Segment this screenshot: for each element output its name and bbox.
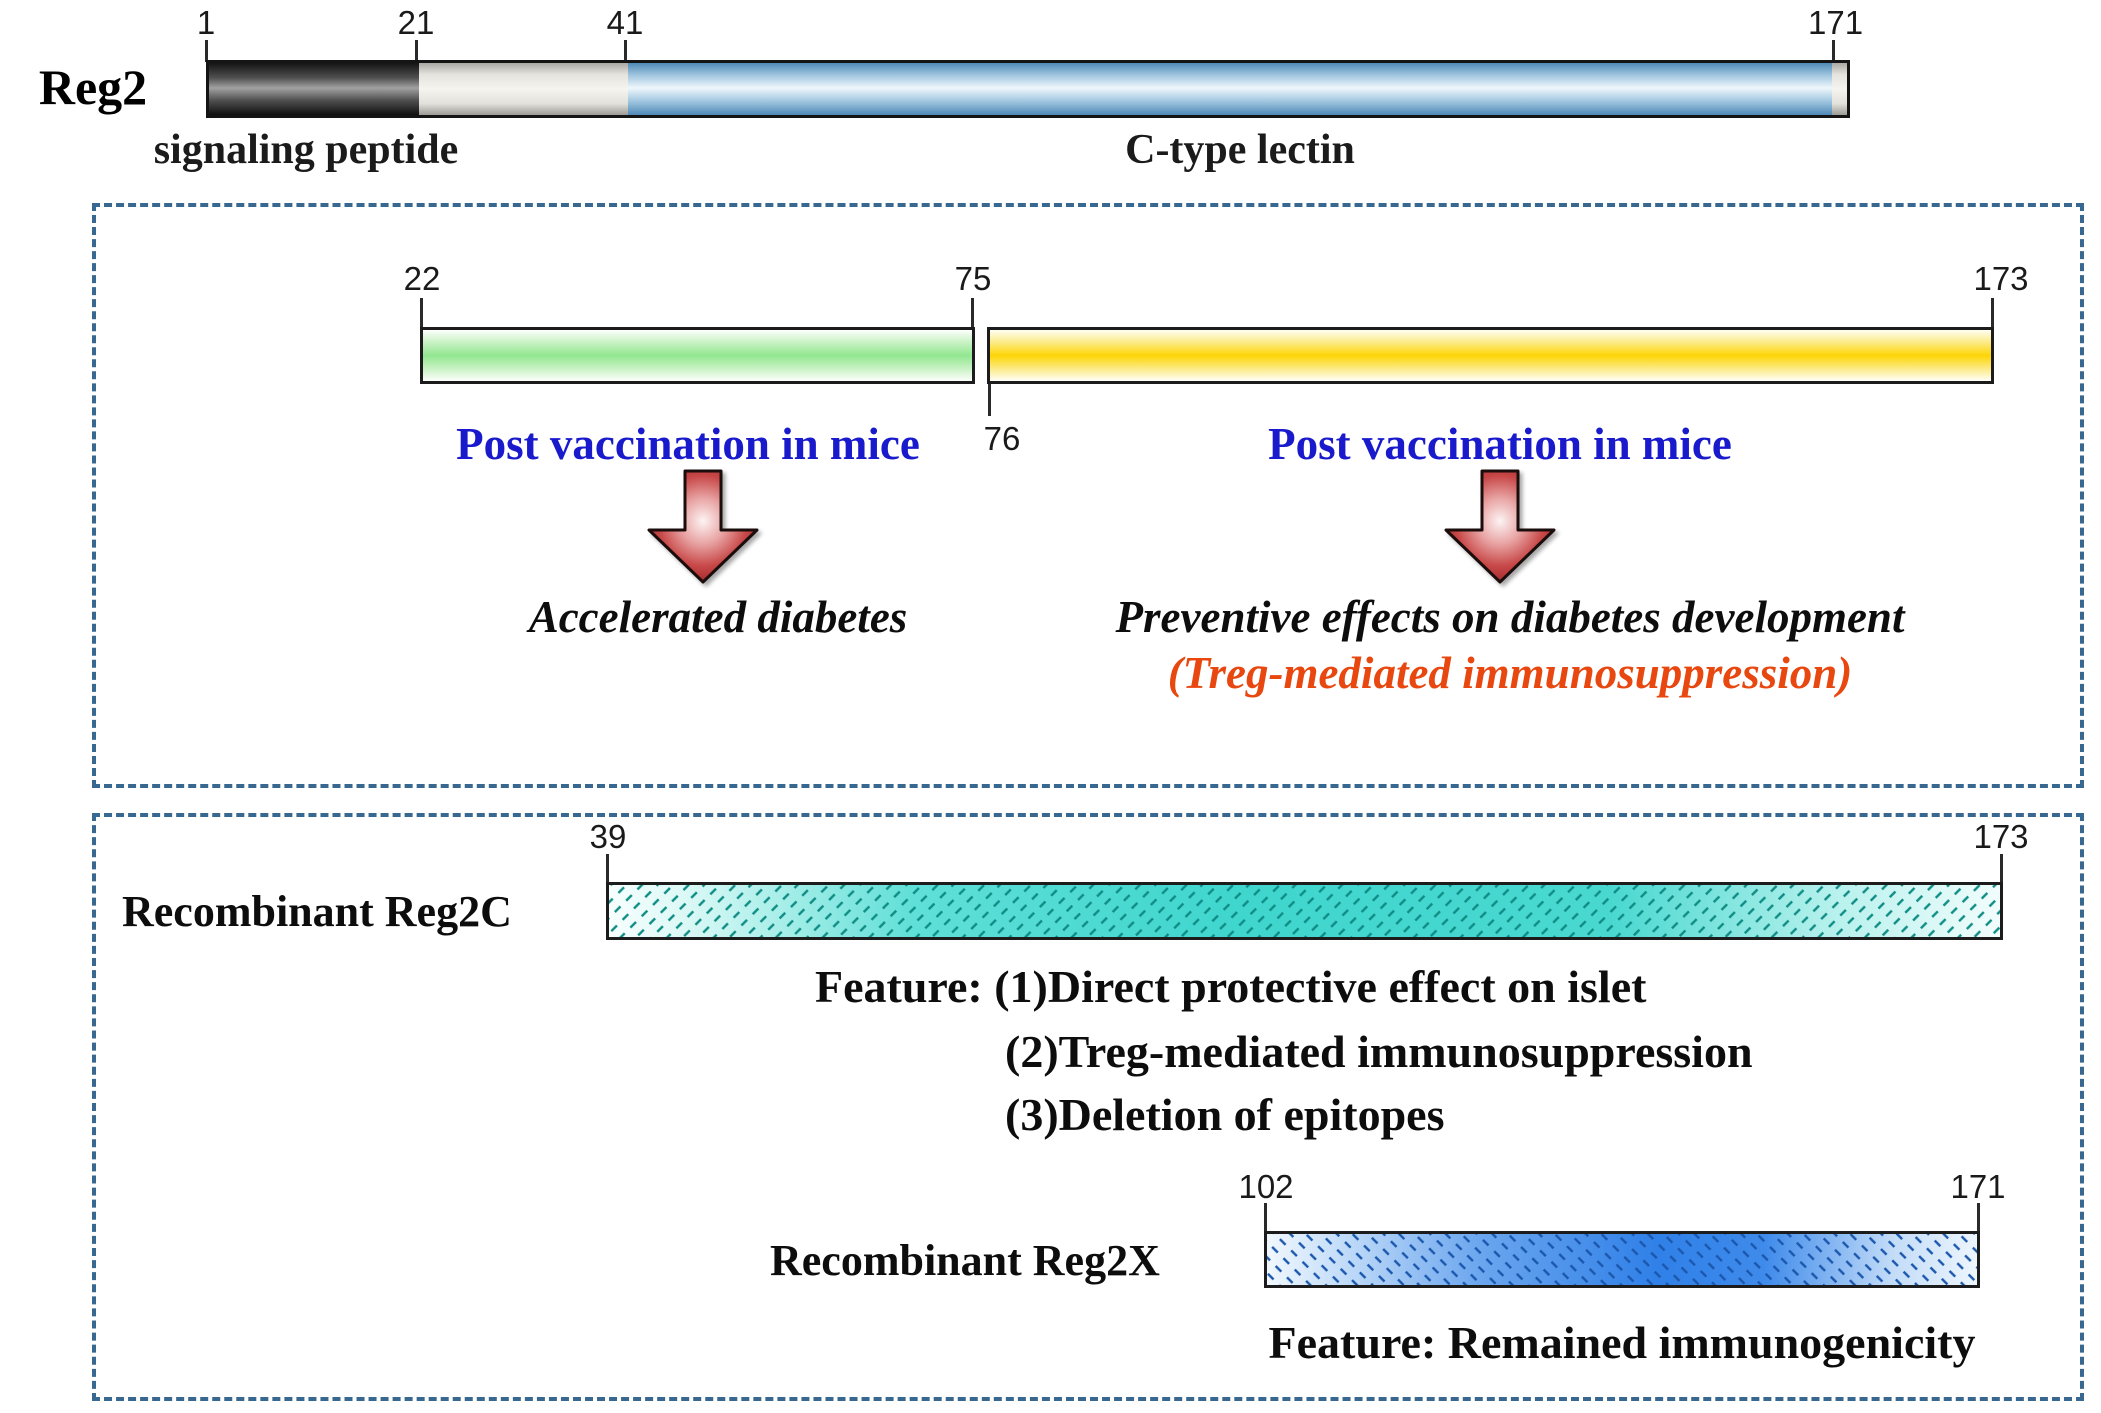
reg2-tick-label-1: 1 (196, 4, 216, 41)
reg2x-start-label: 102 (1238, 1168, 1294, 1205)
reg2-tick-1 (205, 40, 208, 62)
fragment2-bar (987, 327, 1994, 384)
fragment1-end-tick (971, 298, 974, 327)
fragment1-bar (420, 327, 975, 384)
reg2-tick-label-41: 41 (606, 4, 644, 41)
fragment2-start-tick (988, 384, 991, 416)
reg2c-label: Recombinant Reg2C (122, 887, 512, 936)
fragment1-end-label: 75 (954, 260, 992, 297)
reg2c-start-tick (606, 854, 609, 882)
left-down-arrow-icon (647, 469, 759, 584)
c-terminal-cap-segment (1832, 63, 1847, 115)
c-type-lectin-label: C-type lectin (1125, 127, 1355, 173)
reg2x-bar (1264, 1231, 1980, 1288)
reg2c-feature-line2: (2)Treg-mediated immunosuppression (1005, 1026, 1753, 1077)
reg2c-feature-line1: Feature: (1)Direct protective effect on … (815, 961, 1647, 1012)
right-outcome-note: (Treg-mediated immunosuppression) (1167, 648, 1853, 698)
gap-segment (419, 63, 628, 115)
reg2-tick-21 (415, 40, 418, 62)
signal-peptide-segment (209, 63, 419, 115)
reg2x-end-label: 171 (1950, 1168, 2006, 1205)
reg2x-feature-text: Feature: Remained immunogenicity (1268, 1317, 1976, 1368)
reg2c-end-tick (2000, 854, 2003, 882)
reg2c-feature-line3: (3)Deletion of epitopes (1005, 1089, 1445, 1140)
reg2-tick-label-171: 171 (1808, 4, 1864, 41)
fragment2-end-tick (1991, 298, 1994, 327)
fragment1-start-tick (420, 298, 423, 327)
right-down-arrow-icon (1444, 469, 1556, 584)
reg2-tick-41 (624, 40, 627, 62)
reg2-tick-171 (1832, 40, 1835, 62)
fragment1-start-label: 22 (403, 260, 441, 297)
reg2-tick-label-21: 21 (397, 4, 435, 41)
fragment2-end-label: 173 (1973, 260, 2029, 297)
reg2-protein-bar (206, 60, 1850, 118)
reg2c-bar (606, 882, 2003, 940)
left-outcome-text: Accelerated diabetes (528, 592, 908, 642)
right-outcome-text: Preventive effects on diabetes developme… (1115, 592, 1905, 642)
reg2x-label: Recombinant Reg2X (770, 1236, 1160, 1285)
reg2x-end-tick (1977, 1203, 1980, 1231)
c-type-lectin-segment (628, 63, 1832, 115)
reg2x-start-tick (1264, 1203, 1267, 1231)
signaling-peptide-label: signaling peptide (153, 127, 459, 173)
recombinant-panel-border (92, 813, 2084, 1401)
reg2c-end-label: 173 (1973, 818, 2029, 855)
vaccination-panel-border (92, 203, 2084, 788)
left-vaccination-caption: Post vaccination in mice (456, 419, 920, 469)
fragment2-start-label: 76 (983, 420, 1021, 457)
reg2c-start-label: 39 (589, 818, 627, 855)
right-vaccination-caption: Post vaccination in mice (1268, 419, 1732, 469)
reg2-protein-title: Reg2 (38, 59, 148, 115)
